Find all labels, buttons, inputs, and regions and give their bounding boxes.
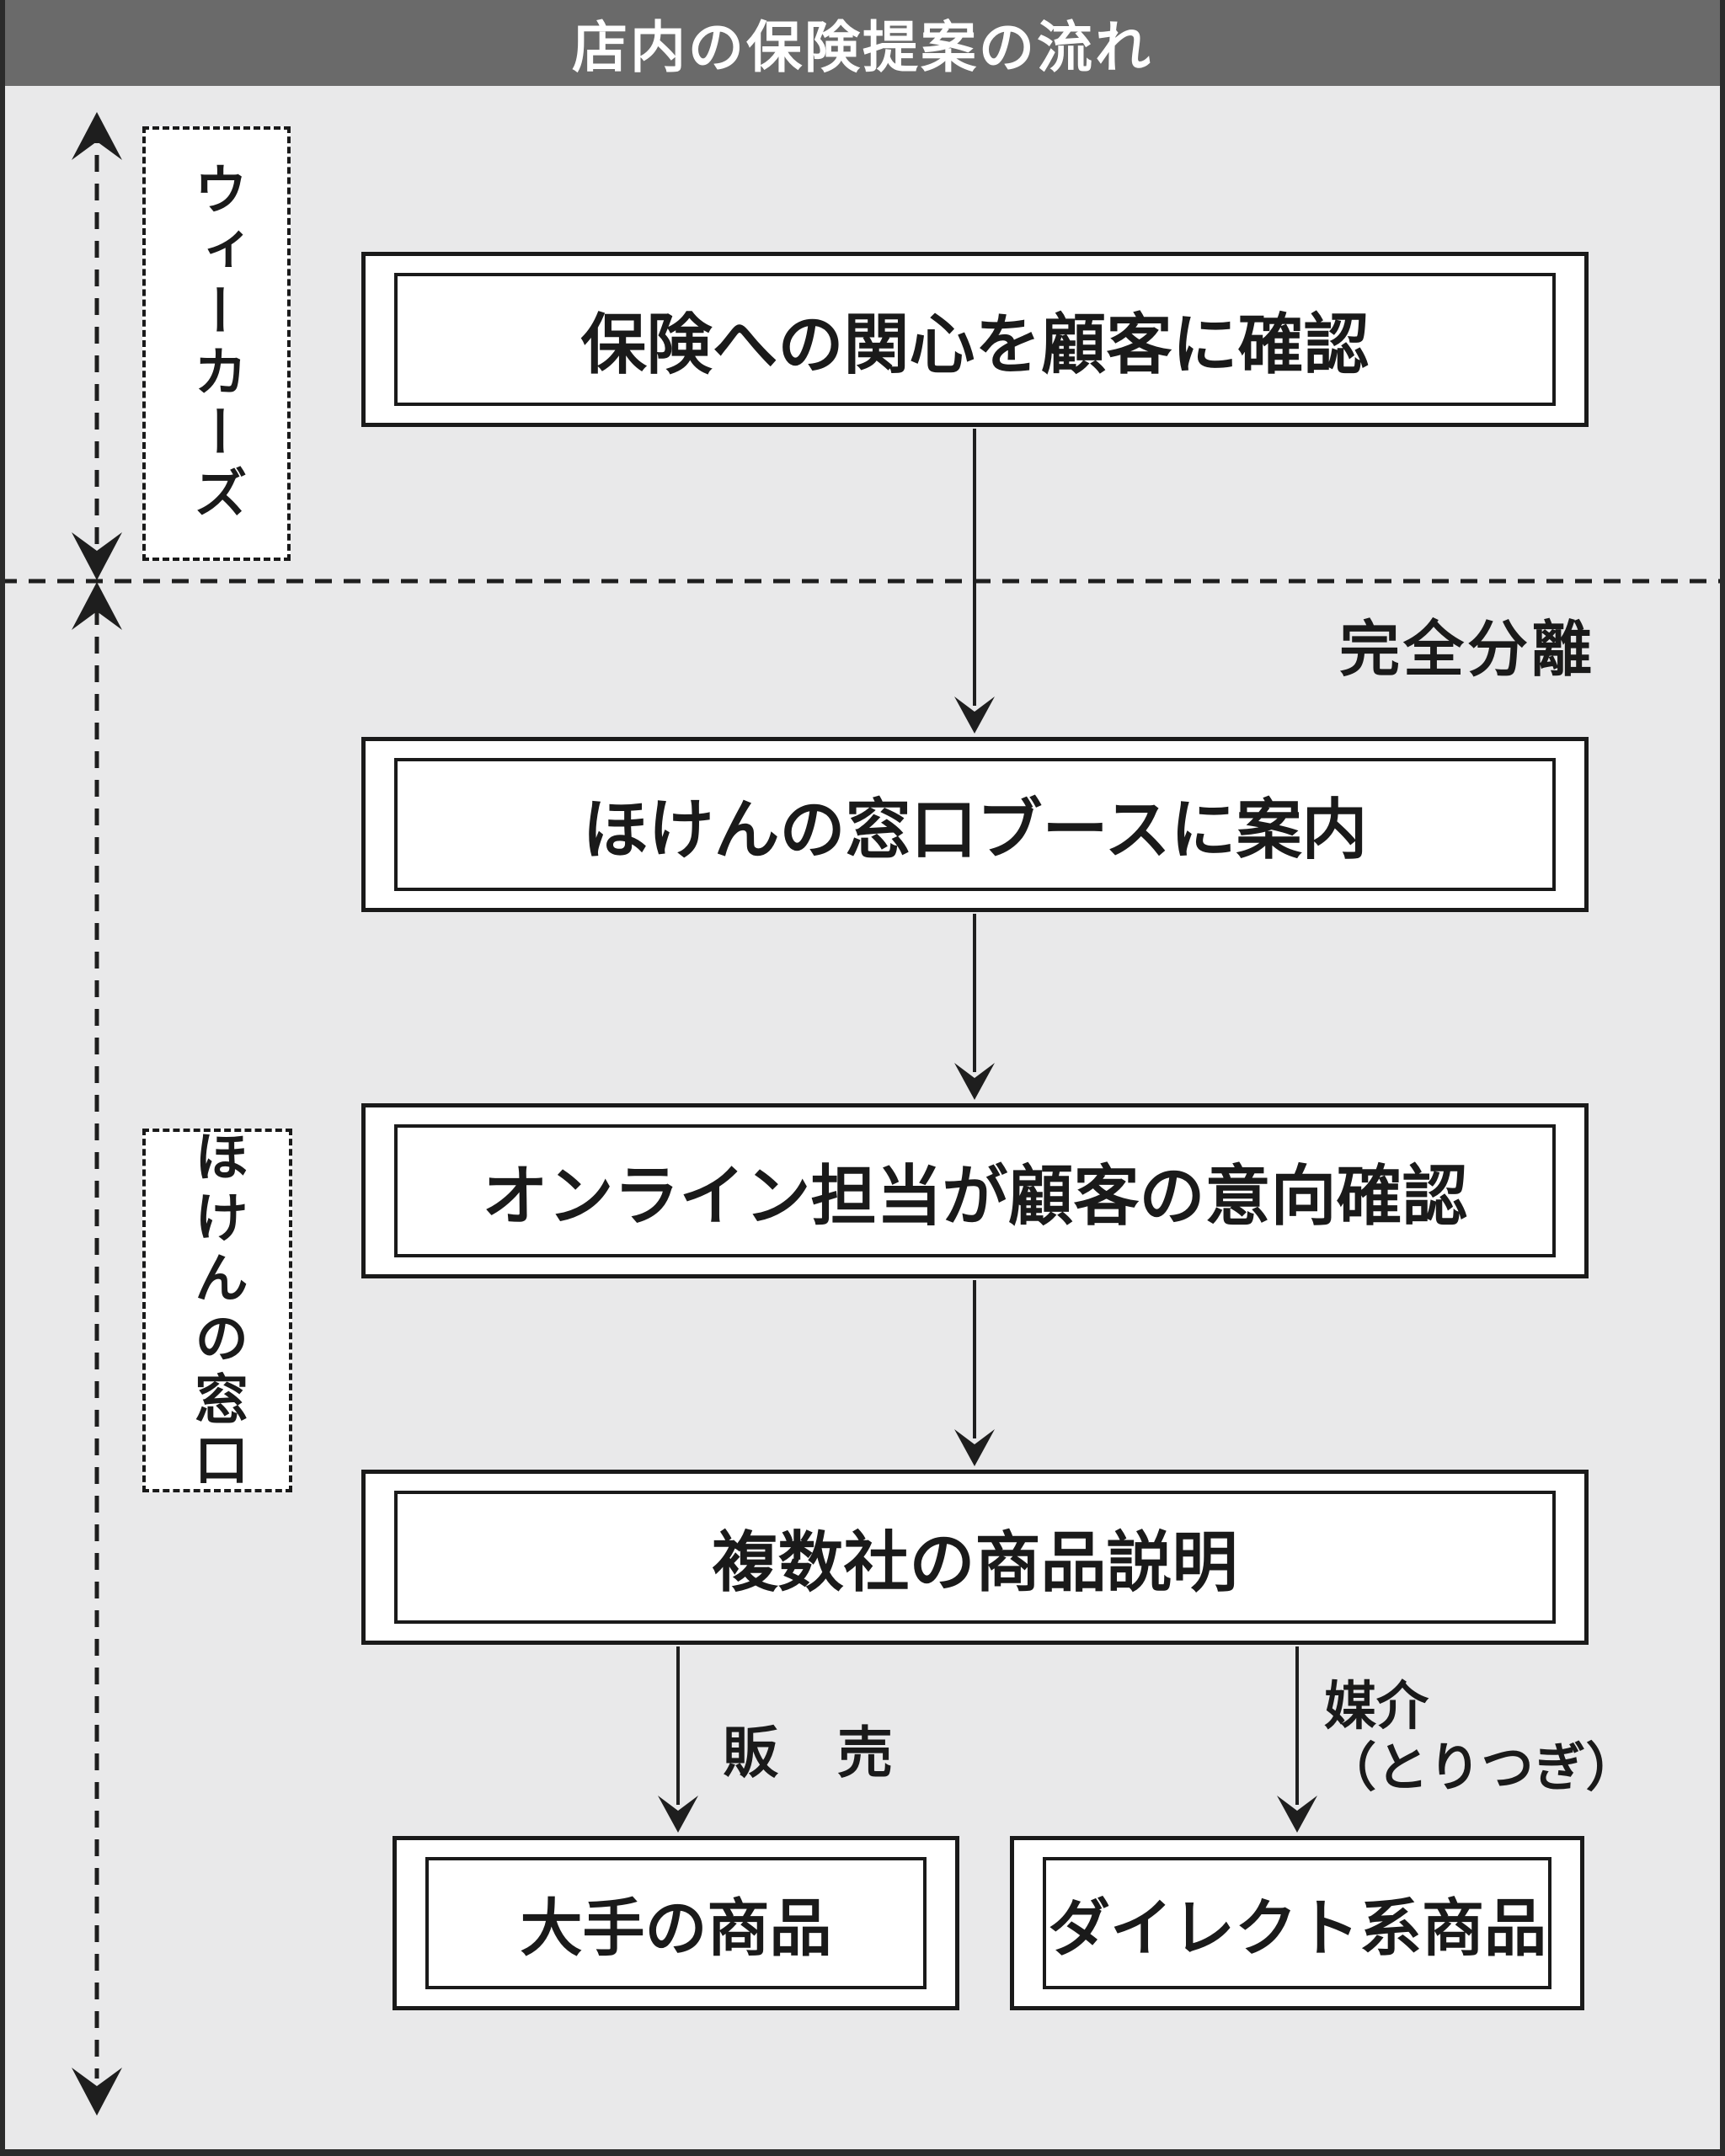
outcome-box-inner: 大手の商品 <box>425 1857 927 1989</box>
step-box-online-intent-check: オンライン担当が顧客の意向確認 <box>361 1103 1589 1278</box>
arrow-step4-outcome-major <box>658 1646 698 1833</box>
step-box-inner: 保険への関心を顧客に確認 <box>394 273 1556 406</box>
arrow-label-mediation: 媒介 （とりつぎ） <box>1324 1678 1638 1798</box>
diagram-title: 店内の保険提案の流れ <box>572 16 1153 78</box>
arrow-step2-step3 <box>954 914 995 1100</box>
step-box-guide-to-booth: ほけんの窓口ブースに案内 <box>361 737 1589 912</box>
lane-extent-arrow-weekers <box>72 112 122 580</box>
step-box-inner: 複数社の商品説明 <box>394 1491 1556 1624</box>
step-label: オンライン担当が顧客の意向確認 <box>482 1159 1468 1233</box>
outcome-box-direct-products: ダイレクト系商品 <box>1010 1836 1584 2010</box>
arrow-step1-step2 <box>954 429 995 734</box>
step-label: 保険への関心を顧客に確認 <box>580 307 1370 382</box>
step-box-inner: ほけんの窓口ブースに案内 <box>394 758 1556 891</box>
lane-label-madoguchi: ほけんの窓口 <box>142 1129 292 1492</box>
outcome-label: ダイレクト系商品 <box>1048 1893 1546 1963</box>
step-label: 複数社の商品説明 <box>712 1525 1238 1599</box>
lane-label-weekers-text: ウィーカーズ <box>186 162 247 526</box>
step-box-confirm-interest: 保険への関心を顧客に確認 <box>361 252 1589 427</box>
lane-label-madoguchi-text: ほけんの窓口 <box>187 1129 248 1492</box>
arrow-step4-outcome-direct <box>1277 1646 1317 1833</box>
lane-extent-arrow-madoguchi <box>72 582 122 2116</box>
step-label: ほけんの窓口ブースに案内 <box>582 792 1368 867</box>
title-bar: 店内の保険提案の流れ <box>5 0 1720 86</box>
outcome-label: 大手の商品 <box>520 1893 832 1963</box>
arrow-label-sale: 販 売 <box>723 1721 895 1784</box>
arrow-step3-step4 <box>954 1280 995 1466</box>
outcome-box-major-products: 大手の商品 <box>393 1836 959 2010</box>
outcome-box-inner: ダイレクト系商品 <box>1043 1857 1551 1989</box>
step-box-multi-company-explanation: 複数社の商品説明 <box>361 1470 1589 1645</box>
separator-label: 完全分離 <box>1339 616 1596 684</box>
lane-label-weekers: ウィーカーズ <box>142 126 291 561</box>
step-box-inner: オンライン担当が顧客の意向確認 <box>394 1124 1556 1257</box>
